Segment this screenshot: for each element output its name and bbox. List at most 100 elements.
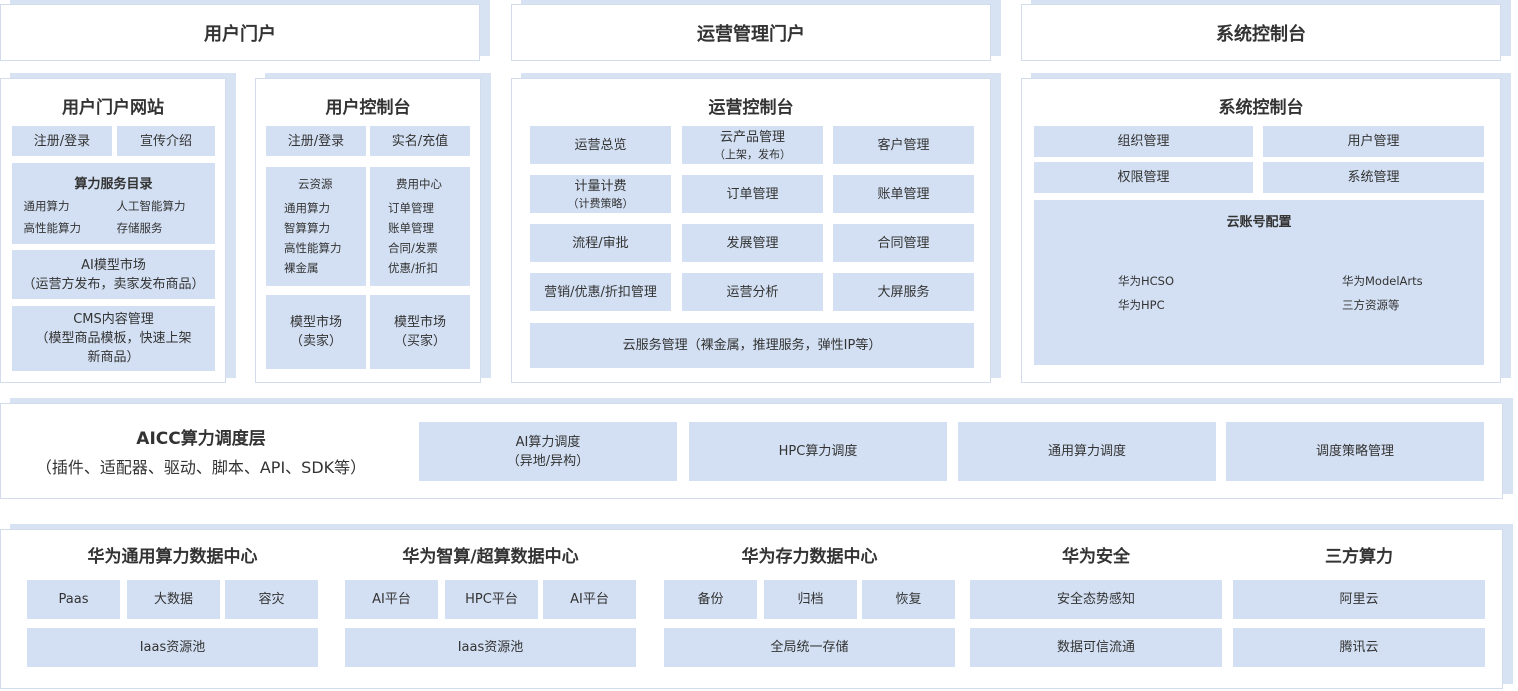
ops-console-title: 运营控制台: [708, 98, 794, 118]
hpc-platform-button[interactable]: HPC平台: [445, 580, 538, 619]
ops-console-panel: 运营控制台 运营总览 云产品管理 （上架，发布） 客户管理 计量计费 （计费策略…: [511, 78, 991, 383]
cloud-resource-item: 高性能算力: [284, 241, 342, 255]
smart-dc-title: 华为智算/超算数据中心: [402, 547, 579, 567]
general-compute-sched-button[interactable]: 通用算力调度: [958, 422, 1216, 481]
user-portal-site-panel: 用户门户网站 注册/登录 宣传介绍 算力服务目录 通用算力 人工智能算力 高性能…: [0, 78, 226, 383]
realname-recharge-button[interactable]: 实名/充值: [370, 126, 470, 156]
seller-line1: 模型市场: [289, 315, 342, 330]
ops-analysis-button[interactable]: 运营分析: [682, 273, 823, 311]
user-mgmt-button[interactable]: 用户管理: [1263, 126, 1484, 157]
restore-button[interactable]: 恢复: [862, 580, 955, 619]
general-iaas-pool-button[interactable]: Iaas资源池: [27, 628, 318, 667]
sys-console-header-title: 系统控制台: [1216, 23, 1306, 45]
flow-approval-button[interactable]: 流程/审批: [530, 224, 671, 262]
model-market-buyer-box[interactable]: 模型市场 （买家）: [370, 295, 470, 369]
billing-center-box[interactable]: 费用中心 订单管理 账单管理 合同/发票 优惠/折扣: [370, 167, 470, 286]
register-login-button[interactable]: 注册/登录: [12, 126, 112, 156]
cloud-product-mgmt-button[interactable]: 云产品管理 （上架，发布）: [682, 126, 823, 164]
billing-center-title: 费用中心: [396, 177, 442, 191]
hpc-compute-sched-button[interactable]: HPC算力调度: [689, 422, 947, 481]
disaster-recovery-button[interactable]: 容灾: [225, 580, 318, 619]
cloud-product-line2: （上架，发布）: [714, 148, 791, 161]
ops-analysis-label: 运营分析: [726, 284, 779, 300]
order-mgmt-button[interactable]: 订单管理: [682, 175, 823, 213]
promo-label: 宣传介绍: [139, 133, 192, 149]
security-title: 华为安全: [1062, 547, 1130, 567]
data-trust-flow-button[interactable]: 数据可信流通: [970, 628, 1222, 667]
storage-dc-title: 华为存力数据中心: [741, 547, 878, 567]
bill-mgmt-button[interactable]: 账单管理: [833, 175, 974, 213]
contract-mgmt-button[interactable]: 合同管理: [833, 224, 974, 262]
bigscreen-service-label: 大屏服务: [877, 284, 930, 300]
cloud-account-item: 华为HPC: [1118, 298, 1165, 312]
unified-storage-button[interactable]: 全局统一存储: [664, 628, 955, 667]
cms-box[interactable]: CMS内容管理 （模型商品模板，快速上架 新商品）: [12, 306, 215, 371]
seller-line2: （卖家）: [289, 334, 342, 349]
promo-button[interactable]: 宣传介绍: [117, 126, 215, 156]
bigdata-button[interactable]: 大数据: [127, 580, 220, 619]
marketing-mgmt-label: 营销/优惠/折扣管理: [544, 284, 657, 300]
catalog-item: 通用算力: [23, 199, 70, 213]
cloud-resource-box[interactable]: 云资源 通用算力 智算算力 高性能算力 裸金属: [266, 167, 366, 286]
sys-console-header: 系统控制台: [1021, 4, 1501, 61]
sched-policy-mgmt-button[interactable]: 调度策略管理: [1226, 422, 1484, 481]
paas-button[interactable]: Paas: [27, 580, 120, 619]
smart-iaas-pool-button[interactable]: Iaas资源池: [345, 628, 636, 667]
security-situation-label: 安全态势感知: [1056, 592, 1135, 607]
sys-console-panel: 系统控制台 组织管理 用户管理 权限管理 系统管理 云账号配置 华为HCSO 华…: [1021, 78, 1501, 383]
cloud-resource-list: 云资源 通用算力 智算算力 高性能算力 裸金属: [284, 174, 342, 278]
aicc-title: AICC算力调度层: [136, 429, 266, 449]
catalog-item: 高性能算力: [23, 221, 82, 235]
console-register-label: 注册/登录: [287, 133, 345, 149]
archive-label: 归档: [797, 592, 824, 607]
ops-overview-button[interactable]: 运营总览: [530, 126, 671, 164]
billing-item: 账单管理: [388, 221, 434, 235]
org-mgmt-label: 组织管理: [1117, 134, 1170, 149]
aliyun-button[interactable]: 阿里云: [1233, 580, 1485, 619]
metering-line1: 计量计费: [574, 179, 627, 194]
marketing-mgmt-button[interactable]: 营销/优惠/折扣管理: [530, 273, 671, 311]
bigscreen-service-button[interactable]: 大屏服务: [833, 273, 974, 311]
ai-market-line1: AI模型市场: [81, 257, 146, 273]
metering-billing-button[interactable]: 计量计费 （计费策略）: [530, 175, 671, 213]
ai-model-market-box[interactable]: AI模型市场 （运营方发布，卖家发布商品）: [12, 250, 215, 299]
console-register-button[interactable]: 注册/登录: [266, 126, 366, 156]
cms-line3: 新商品）: [87, 350, 140, 365]
ai-platform-label-1: AI平台: [372, 592, 411, 607]
service-catalog-box[interactable]: 算力服务目录 通用算力 人工智能算力 高性能算力 存储服务: [12, 163, 215, 244]
backup-button[interactable]: 备份: [664, 580, 757, 619]
billing-center-list: 费用中心 订单管理 账单管理 合同/发票 优惠/折扣: [388, 174, 442, 278]
metering-line2: （计费策略）: [567, 197, 634, 210]
aicc-subtitle: （插件、适配器、驱动、脚本、API、SDK等）: [35, 458, 367, 477]
service-catalog-items: 通用算力 人工智能算力 高性能算力 存储服务: [24, 196, 204, 238]
buyer-line1: 模型市场: [393, 315, 446, 330]
catalog-item: 存储服务: [116, 221, 163, 235]
ai-platform-button-1[interactable]: AI平台: [345, 580, 438, 619]
customer-mgmt-button[interactable]: 客户管理: [833, 126, 974, 164]
hpc-sched-label: HPC算力调度: [778, 444, 858, 459]
user-console-title: 用户控制台: [325, 98, 411, 118]
tencent-cloud-label: 腾讯云: [1339, 640, 1379, 655]
model-market-seller-box[interactable]: 模型市场 （卖家）: [266, 295, 366, 369]
user-portal-header: 用户门户: [0, 4, 480, 61]
cloud-service-mgmt-button[interactable]: 云服务管理（裸金属，推理服务，弹性IP等）: [530, 323, 974, 368]
perm-mgmt-button[interactable]: 权限管理: [1034, 162, 1253, 193]
develop-mgmt-button[interactable]: 发展管理: [682, 224, 823, 262]
cms-line2: （模型商品模板，快速上架: [35, 331, 192, 346]
cloud-resource-item: 裸金属: [284, 261, 319, 275]
tencent-cloud-button[interactable]: 腾讯云: [1233, 628, 1485, 667]
general-sched-label: 通用算力调度: [1047, 444, 1126, 459]
archive-button[interactable]: 归档: [764, 580, 857, 619]
ops-portal-title: 运营管理门户: [697, 23, 805, 45]
ops-portal-header: 运营管理门户: [511, 4, 991, 61]
general-dc-title: 华为通用算力数据中心: [87, 547, 258, 567]
ai-platform-button-2[interactable]: AI平台: [543, 580, 636, 619]
datacenter-layer-panel: 华为通用算力数据中心 Paas 大数据 容灾 Iaas资源池 华为智算/超算数据…: [0, 529, 1503, 689]
unified-storage-label: 全局统一存储: [770, 640, 849, 655]
org-mgmt-button[interactable]: 组织管理: [1034, 126, 1253, 157]
realname-recharge-label: 实名/充值: [391, 133, 449, 149]
ai-compute-sched-button[interactable]: AI算力调度 （异地/异构）: [419, 422, 677, 481]
system-mgmt-button[interactable]: 系统管理: [1263, 162, 1484, 193]
cloud-account-config-box[interactable]: 云账号配置 华为HCSO 华为ModelArts 华为HPC 三方资源等: [1034, 200, 1484, 365]
security-situation-button[interactable]: 安全态势感知: [970, 580, 1222, 619]
